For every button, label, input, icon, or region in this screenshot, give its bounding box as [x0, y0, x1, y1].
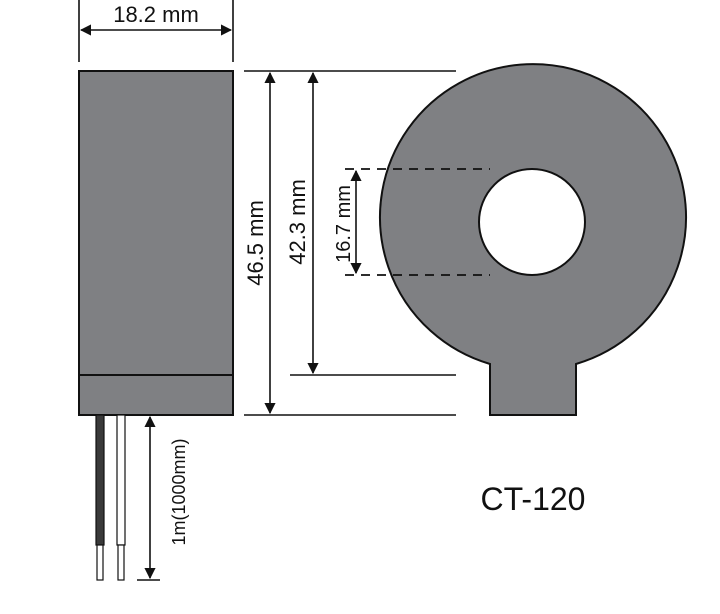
front-view [379, 63, 687, 416]
hole-dimension: 16.7 mm [333, 168, 490, 276]
width-dimension: 18.2 mm [78, 0, 234, 62]
side-view [78, 70, 234, 581]
hole-diameter-label: 16.7 mm [333, 185, 355, 263]
toroid-hole [478, 168, 586, 276]
body-height-dimension: 42.3 mm [285, 71, 319, 375]
width-label: 18.2 mm [113, 2, 199, 27]
model-label: CT-120 [481, 481, 586, 517]
lead-black [95, 414, 105, 546]
body-height-label: 42.3 mm [285, 179, 310, 265]
total-height-dimension: 46.5 mm [243, 71, 276, 415]
lead-black-tip [96, 544, 104, 581]
lead-length-label: 1m(1000mm) [169, 438, 189, 545]
lead-white-tip [117, 544, 125, 581]
side-body [78, 70, 234, 416]
lead-length-dimension: 1m(1000mm) [137, 414, 189, 581]
extension-lines [244, 70, 456, 416]
lead-white [116, 414, 126, 546]
total-height-label: 46.5 mm [243, 200, 268, 286]
